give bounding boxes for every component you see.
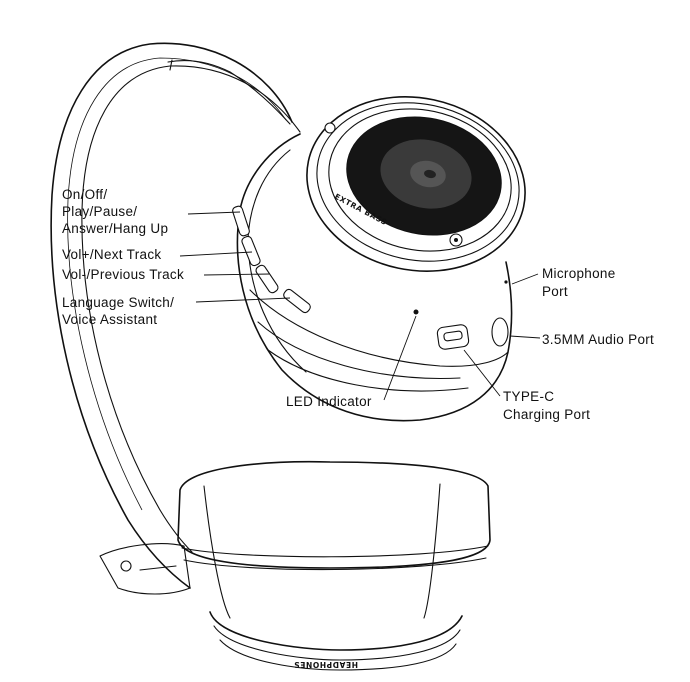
typec-label-line1: TYPE-C xyxy=(503,389,555,404)
svg-text:HEADPHONES: HEADPHONES xyxy=(294,660,358,669)
leader-lines xyxy=(179,211,541,401)
typec-label-line2: Charging Port xyxy=(503,407,591,422)
vol-minus-label: Vol-/Previous Track xyxy=(62,267,184,282)
led-label: LED Indicator xyxy=(286,394,372,409)
ports xyxy=(413,280,509,350)
language-button xyxy=(283,288,311,314)
audio-port-label: 3.5MM Audio Port xyxy=(542,332,655,347)
led-dot xyxy=(413,309,419,315)
leader-led xyxy=(383,315,417,401)
mic-label-line2: Port xyxy=(542,284,568,299)
power-label-line3: Answer/Hang Up xyxy=(62,221,169,236)
leader-audio xyxy=(509,335,541,339)
type-c-port xyxy=(443,330,463,342)
lower-earcup: HEADPHONES xyxy=(99,460,491,671)
power-label-line2: Play/Pause/ xyxy=(62,204,138,219)
headband xyxy=(50,42,301,589)
volume-plus-button xyxy=(241,235,261,267)
mic-label-line1: Microphone xyxy=(542,266,616,281)
language-label-line2: Voice Assistant xyxy=(62,312,158,327)
leader-mic xyxy=(511,273,539,285)
power-label-line1: On/Off/ xyxy=(62,187,108,202)
audio-port xyxy=(491,317,509,347)
power-button xyxy=(232,205,250,237)
leader-power xyxy=(187,211,241,215)
leader-typec xyxy=(463,349,501,397)
control-buttons xyxy=(232,205,311,314)
vol-plus-label: Vol+/Next Track xyxy=(62,247,162,262)
volume-minus-button xyxy=(255,264,279,294)
leader-vol-minus xyxy=(203,273,271,276)
mic-hole xyxy=(504,280,508,284)
upper-earcup: EXTRA BASS xyxy=(236,96,526,422)
leader-vol-plus xyxy=(179,251,253,257)
language-label-line1: Language Switch/ xyxy=(62,295,175,310)
leader-language xyxy=(195,297,291,303)
